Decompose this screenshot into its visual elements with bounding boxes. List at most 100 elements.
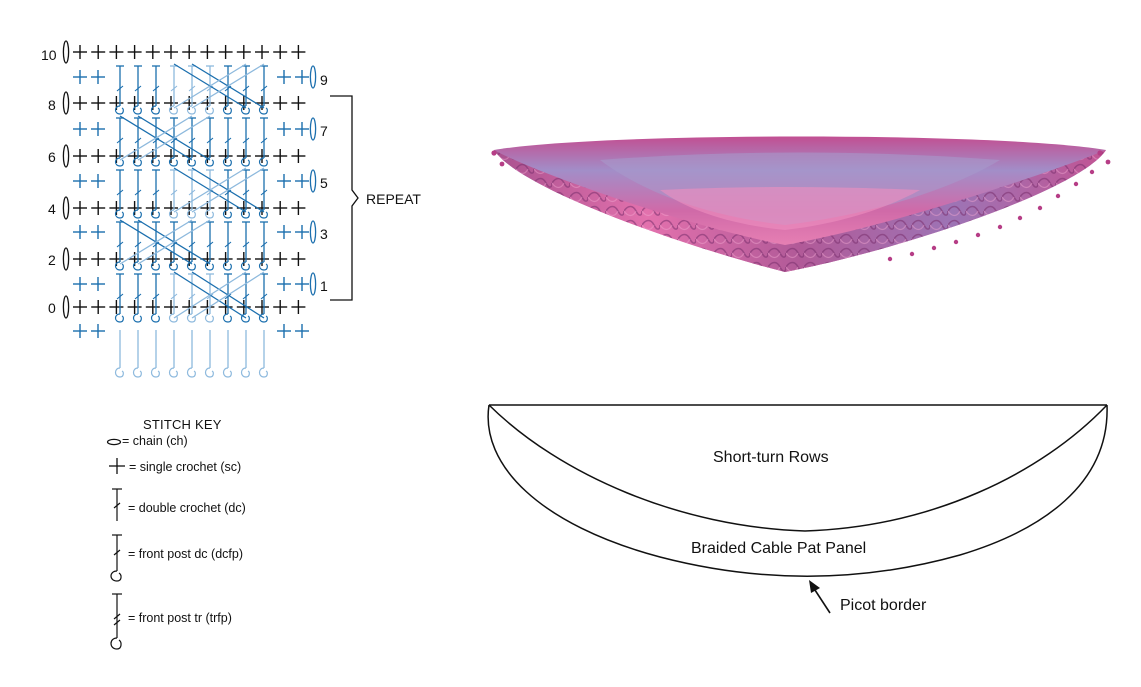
- post-hook: [186, 261, 196, 271]
- chain-stitch: [62, 40, 70, 64]
- dc-tick: [170, 85, 178, 92]
- base-hook: [222, 367, 232, 378]
- chain-stitch: [62, 196, 70, 220]
- post-hook: [150, 209, 160, 219]
- repeat-label: REPEAT: [366, 191, 421, 207]
- post-hook: [150, 261, 160, 271]
- dc-tick: [242, 137, 250, 144]
- cable-cross: [119, 219, 193, 265]
- post-hook: [150, 105, 160, 115]
- row-label-9: 9: [320, 72, 328, 88]
- dc-tick: [152, 293, 160, 300]
- dc-tick: [116, 85, 124, 92]
- schematic-outline: [487, 404, 1108, 614]
- post-hook: [132, 209, 142, 219]
- post-hook: [150, 157, 160, 167]
- picot-border-label: Picot border: [840, 597, 927, 614]
- post-hook: [240, 261, 250, 271]
- single-crochet-cross-icon: [109, 458, 125, 474]
- row-label-10: 10: [41, 47, 57, 63]
- dc-tick: [260, 137, 268, 144]
- dc-tick: [242, 85, 250, 92]
- cable-cross: [119, 115, 193, 161]
- dc-tick: [170, 293, 178, 300]
- post-hook: [150, 313, 160, 323]
- chart-grid: [62, 40, 359, 378]
- dc-tick: [116, 293, 124, 300]
- row-label-3: 3: [320, 226, 328, 242]
- dc-tick: [188, 137, 196, 144]
- post-hook: [258, 157, 268, 167]
- dc-tick: [116, 241, 124, 248]
- post-hook: [168, 261, 178, 271]
- post-hook: [114, 157, 124, 167]
- repeat-bracket: [330, 95, 359, 301]
- row-label-0: 0: [48, 300, 56, 316]
- post-hook: [240, 157, 250, 167]
- post-hook: [204, 209, 214, 219]
- cable-cross: [173, 271, 247, 319]
- base-hook: [168, 367, 178, 378]
- row-label-8: 8: [48, 97, 56, 113]
- dc-tick: [242, 293, 250, 300]
- dc-tick: [152, 189, 160, 196]
- cable-cross: [173, 167, 247, 213]
- cable-cross: [137, 219, 211, 265]
- post-hook: [222, 105, 232, 115]
- post-hook: [204, 157, 214, 167]
- key-label-dc: = double crochet (dc): [128, 501, 246, 515]
- row-label-7: 7: [320, 123, 328, 139]
- cable-cross: [137, 115, 211, 161]
- dc-tick: [188, 241, 196, 248]
- dc-tick: [116, 137, 124, 144]
- braided-cable-panel-label: Braided Cable Pat Panel: [691, 540, 867, 557]
- post-hook: [132, 105, 142, 115]
- cable-cross: [173, 63, 247, 109]
- post-hook: [132, 157, 142, 167]
- row-label-1: 1: [320, 278, 328, 294]
- dc-tick: [206, 241, 214, 248]
- chain-stitch: [62, 295, 70, 319]
- dc-tick: [260, 85, 268, 92]
- post-hook: [240, 105, 250, 115]
- row-label-5: 5: [320, 175, 328, 191]
- post-hook: [204, 313, 214, 323]
- dc-tick: [188, 85, 196, 92]
- base-hook: [240, 367, 250, 378]
- dc-tick: [242, 189, 250, 196]
- post-hook: [186, 209, 196, 219]
- post-hook: [222, 261, 232, 271]
- dc-tick: [134, 241, 142, 248]
- double-crochet-icon: [112, 488, 122, 521]
- chain-stitch: [62, 91, 70, 115]
- cable-cross: [191, 63, 265, 109]
- post-hook: [168, 105, 178, 115]
- dc-tick: [134, 189, 142, 196]
- base-hook: [114, 367, 124, 378]
- short-turn-rows-label: Short-turn Rows: [713, 449, 829, 466]
- post-hook: [204, 261, 214, 271]
- base-hook: [204, 367, 214, 378]
- chain-stitch: [309, 117, 317, 141]
- dc-tick: [260, 241, 268, 248]
- row-label-2: 2: [48, 252, 56, 268]
- key-label-trfp: = front post tr (trfp): [128, 611, 232, 625]
- base-hook: [132, 367, 142, 378]
- chain-stitch: [309, 65, 317, 89]
- dc-tick: [152, 85, 160, 92]
- post-hook: [258, 209, 268, 219]
- dc-tick: [134, 137, 142, 144]
- dc-tick: [224, 293, 232, 300]
- chain-stitch: [309, 272, 317, 296]
- post-hook: [114, 209, 124, 219]
- dc-tick: [224, 241, 232, 248]
- base-hook: [150, 367, 160, 378]
- chain-stitch: [62, 144, 70, 168]
- stitch-key-title: STITCH KEY: [143, 417, 222, 432]
- chain-oval-icon: [106, 438, 122, 446]
- post-hook: [222, 209, 232, 219]
- post-hook: [186, 313, 196, 323]
- dc-tick: [206, 137, 214, 144]
- dc-tick: [170, 189, 178, 196]
- post-hook: [168, 313, 178, 323]
